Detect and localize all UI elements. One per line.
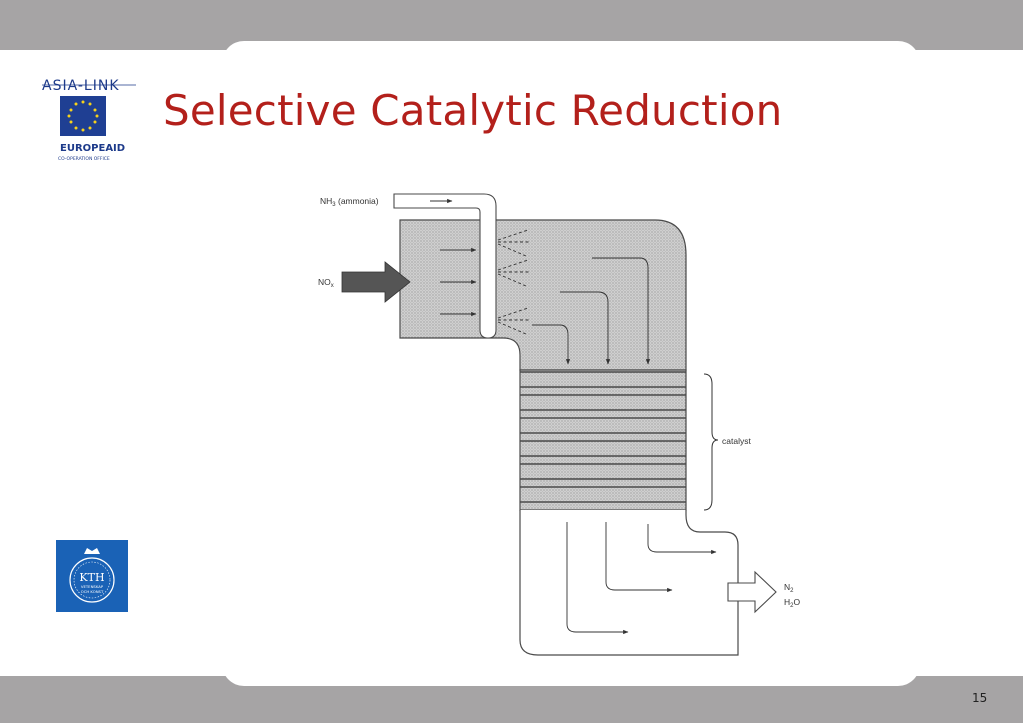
nox-label: NOx bbox=[318, 277, 334, 289]
outlet-arrow-icon bbox=[727, 570, 777, 614]
catalyst-brace bbox=[703, 373, 719, 511]
cooperation-office-text: CO-OPERATION OFFICE bbox=[58, 156, 110, 162]
reactor-lower-chamber bbox=[519, 510, 739, 656]
asia-link-logo-name: ASIA-LINK bbox=[42, 78, 120, 94]
kth-logo-name: KTH bbox=[79, 571, 104, 584]
h2o-label: H2O bbox=[784, 597, 800, 609]
inlet-flow-arrows bbox=[440, 247, 477, 317]
n2-label: N2 bbox=[784, 582, 794, 594]
kth-logo: KTH VETENSKAP OCH KONST bbox=[56, 540, 128, 612]
catalyst-layers bbox=[520, 371, 686, 503]
kth-motto-line2: OCH KONST bbox=[81, 589, 104, 594]
slide-title: Selective Catalytic Reduction bbox=[163, 86, 783, 135]
kth-motto-line1: VETENSKAP bbox=[81, 584, 104, 589]
page-number: 15 bbox=[972, 691, 988, 705]
scr-diagram: NH3 (ammonia) NOx catalyst N2 H2O bbox=[318, 193, 800, 656]
nox-inlet-arrow-icon bbox=[341, 261, 411, 303]
catalyst-section bbox=[519, 369, 687, 511]
catalyst-label: catalyst bbox=[722, 436, 751, 446]
crown-icon bbox=[84, 548, 100, 554]
upper-flow-arrows bbox=[532, 257, 651, 365]
ammonia-pipe bbox=[393, 193, 497, 339]
europeaid-text: EUROPEAID bbox=[60, 143, 125, 154]
ammonia-label: NH3 (ammonia) bbox=[320, 196, 379, 208]
asia-link-logo: ASIA-LINK EUROPEAID CO-OPERATION OFFICE bbox=[42, 78, 136, 162]
lower-flow-arrows bbox=[566, 522, 717, 635]
reactor-upper-chamber bbox=[399, 219, 687, 371]
